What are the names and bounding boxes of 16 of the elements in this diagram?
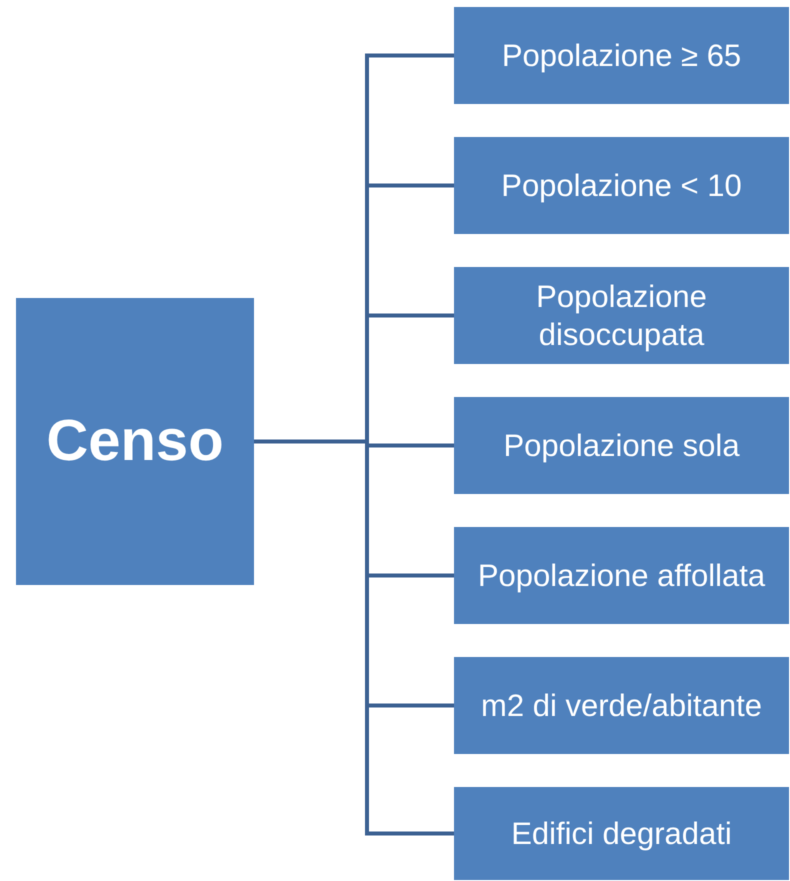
root-label: Censo xyxy=(46,407,224,476)
category-box xyxy=(454,267,789,364)
category-box xyxy=(454,787,789,880)
root-box xyxy=(16,298,254,585)
category-label: Edifici degradati xyxy=(511,814,732,852)
category-box xyxy=(454,397,789,494)
category-box xyxy=(454,137,789,234)
category-label: Popolazione disoccupata xyxy=(535,278,708,353)
category-box xyxy=(454,7,789,104)
category-box xyxy=(454,657,789,754)
category-label: m2 di verde/abitante xyxy=(481,686,762,724)
category-label: Popolazione sola xyxy=(503,426,740,464)
category-box xyxy=(454,527,789,624)
category-label: Popolazione ≥ 65 xyxy=(502,36,742,74)
category-label: Popolazione < 10 xyxy=(501,166,742,204)
category-label: Popolazione affollata xyxy=(478,556,766,594)
